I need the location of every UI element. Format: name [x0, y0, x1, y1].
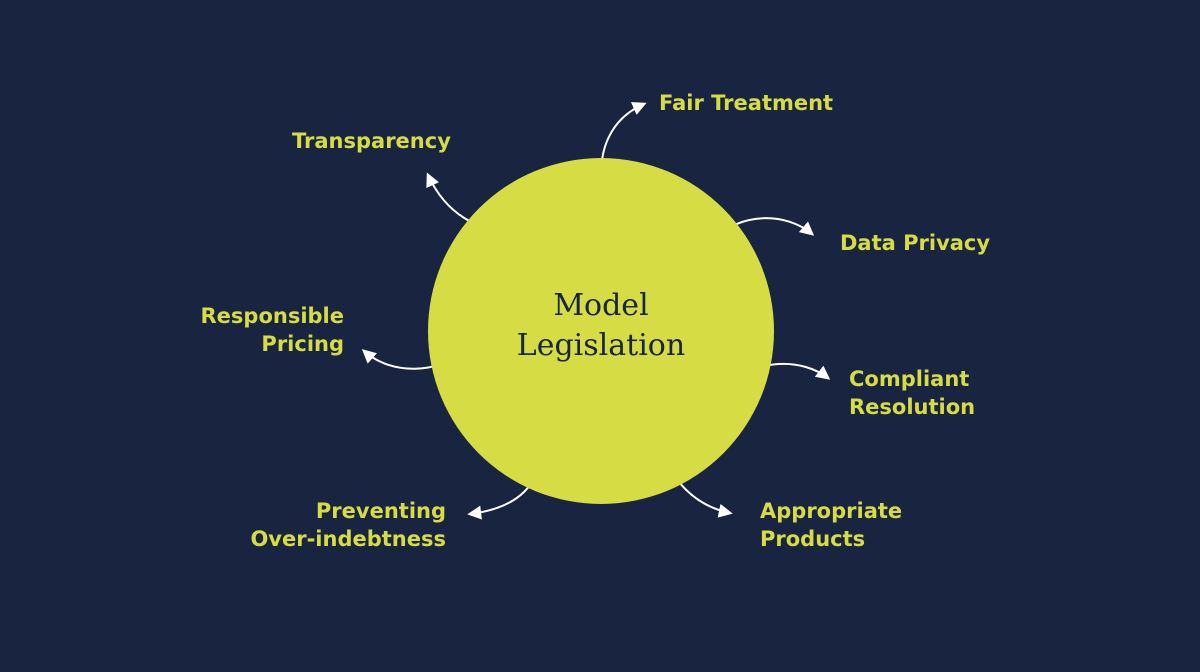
label-transparency: Transparency [292, 129, 451, 153]
label-compliant-resolution-line2: Resolution [849, 395, 976, 419]
label-appropriate-products: Appropriate Products [760, 497, 902, 553]
center-label: Model Legislation [428, 286, 774, 366]
label-appropriate-products-line2: Products [760, 527, 866, 551]
label-appropriate-products-line1: Appropriate [760, 499, 903, 523]
label-fair-treatment: Fair Treatment [659, 91, 834, 115]
center-label-line1: Model [553, 288, 649, 323]
center-circle [428, 158, 774, 504]
label-compliant-resolution: Compliant Resolution [849, 365, 975, 421]
label-preventing-over-indebtness-line2: Over-indebtness [250, 527, 446, 551]
label-data-privacy: Data Privacy [840, 231, 991, 255]
label-preventing-over-indebtness-line1: Preventing [315, 499, 446, 523]
center-label-line2: Legislation [516, 328, 686, 363]
label-preventing-over-indebtness: Preventing Over-indebtness [250, 497, 446, 553]
label-compliant-resolution-line1: Compliant [849, 367, 970, 391]
label-responsible-pricing-line2: Pricing [261, 332, 344, 356]
label-responsible-pricing: Responsible Pricing [201, 302, 345, 358]
label-responsible-pricing-line1: Responsible [200, 304, 345, 328]
